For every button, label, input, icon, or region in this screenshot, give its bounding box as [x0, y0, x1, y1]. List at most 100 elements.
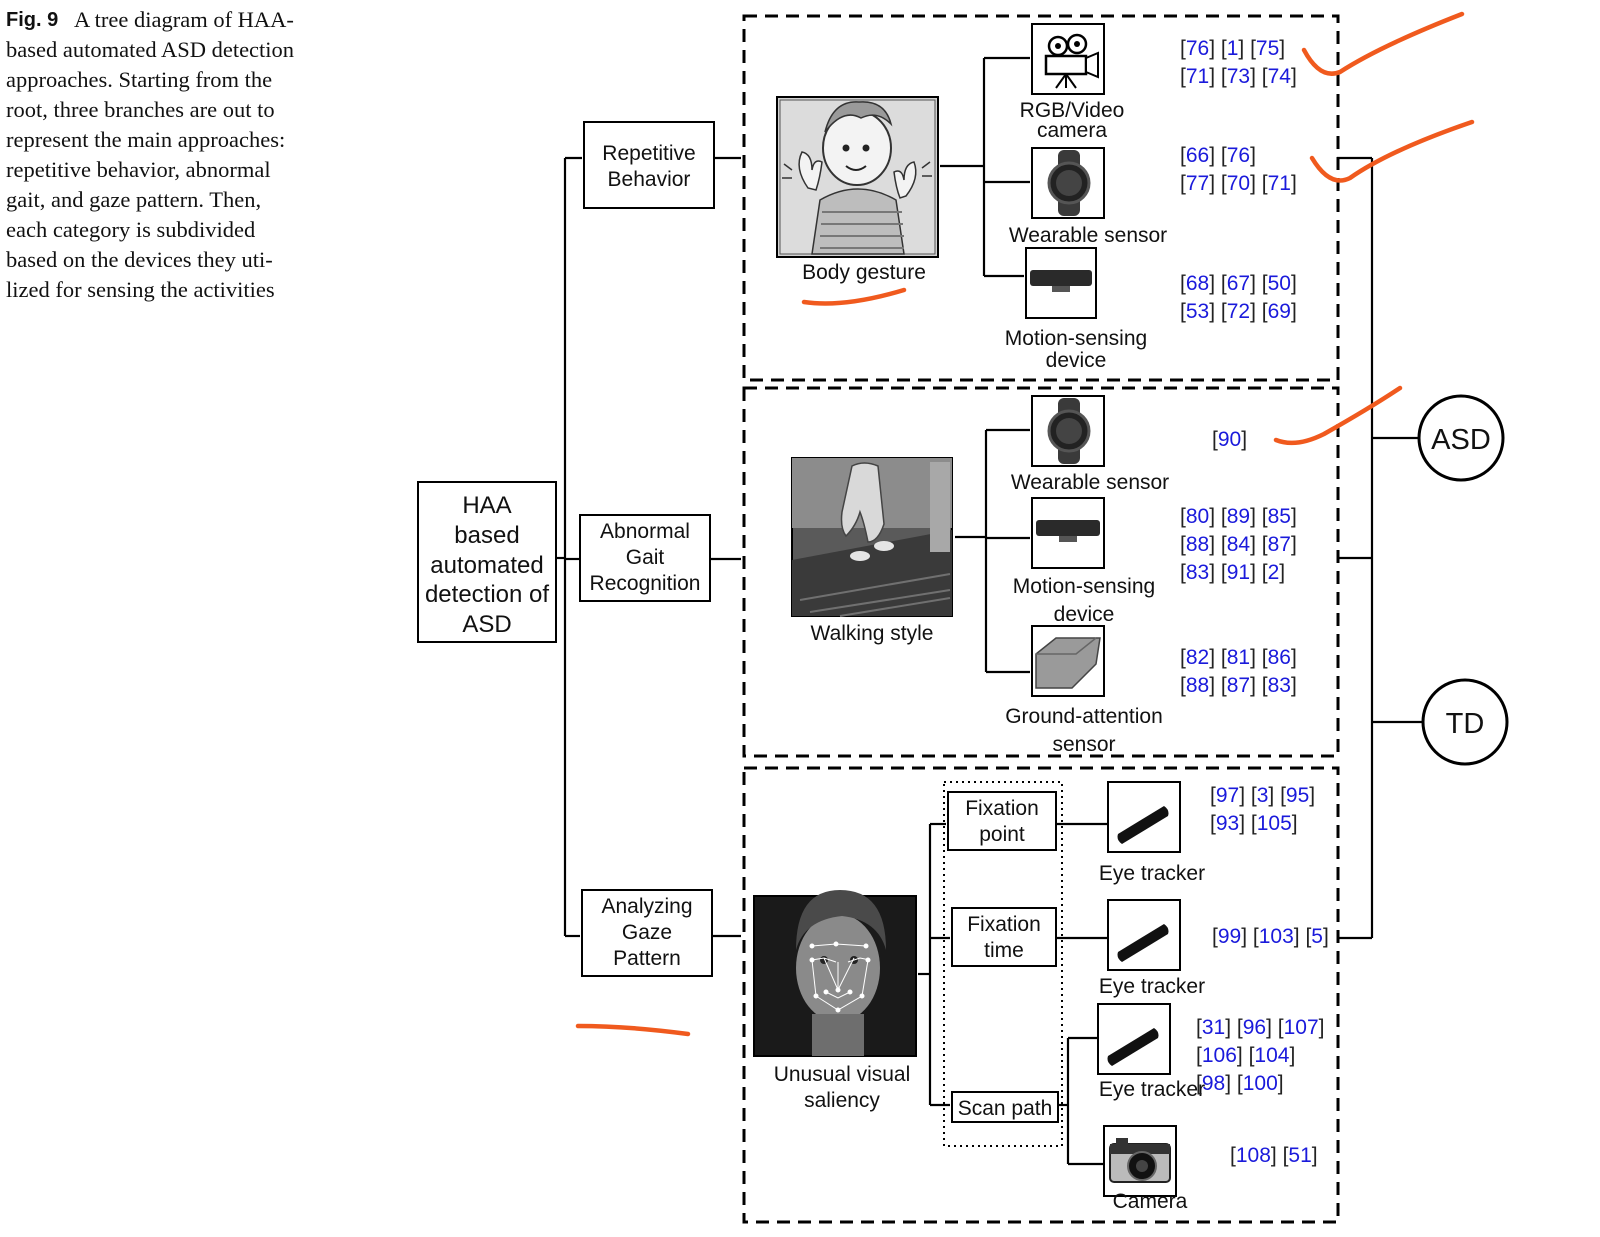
category-label-line: Analyzing: [601, 895, 692, 918]
reference-line-eye-tracker-3: [106] [104]: [1196, 1044, 1295, 1067]
reference-line-wearable-2: [90]: [1212, 428, 1247, 451]
feature-fixation-time: Fixation time: [951, 907, 1057, 967]
eye-tracker-icon: [1107, 781, 1181, 853]
reference-number[interactable]: 105: [1257, 812, 1292, 835]
reference-number[interactable]: 77: [1186, 172, 1209, 195]
reference-number[interactable]: 73: [1227, 65, 1250, 88]
ground-sensor-icon: [1031, 625, 1105, 697]
reference-number[interactable]: 86: [1268, 646, 1291, 669]
feature-label-line: time: [984, 939, 1024, 962]
feature-label-line: point: [979, 823, 1025, 846]
section-abnormal-gait: [742, 386, 1340, 758]
activity-walking-style: Walking style: [811, 622, 934, 645]
reference-number[interactable]: 82: [1186, 646, 1209, 669]
reference-number[interactable]: 51: [1288, 1144, 1311, 1167]
reference-number[interactable]: 88: [1186, 674, 1209, 697]
reference-number[interactable]: 89: [1227, 505, 1250, 528]
reference-number[interactable]: 85: [1268, 505, 1291, 528]
caption-line: approaches. Starting from the: [6, 67, 272, 92]
walking-style-image: [791, 457, 953, 617]
reference-line-motion-2: [88] [84] [87]: [1180, 533, 1297, 556]
reference-number[interactable]: 74: [1268, 65, 1292, 88]
device-label-line: Ground-attention: [1005, 705, 1163, 728]
reference-number[interactable]: 95: [1286, 784, 1309, 807]
caption-line: based on the devices they uti-: [6, 247, 273, 272]
reference-line-camera: [108] [51]: [1230, 1144, 1318, 1167]
reference-number[interactable]: 83: [1186, 561, 1209, 584]
root-label-line: detection of: [425, 581, 549, 608]
reference-number[interactable]: 75: [1256, 37, 1279, 60]
reference-number[interactable]: 68: [1186, 272, 1209, 295]
reference-number[interactable]: 100: [1243, 1072, 1278, 1095]
caption-line: root, three branches are out to: [6, 97, 275, 122]
reference-number[interactable]: 71: [1268, 172, 1291, 195]
annotation-checkmark: [1301, 11, 1465, 76]
reference-number[interactable]: 108: [1236, 1144, 1271, 1167]
reference-number[interactable]: 5: [1311, 925, 1323, 948]
root-label-line: automated: [430, 552, 543, 579]
reference-number[interactable]: 83: [1268, 674, 1291, 697]
reference-number[interactable]: 103: [1259, 925, 1294, 948]
feature-scan-path: Scan path: [951, 1091, 1059, 1123]
figure-caption: Fig. 9 A tree diagram of HAA- based auto…: [6, 7, 294, 302]
reference-number[interactable]: 76: [1227, 144, 1250, 167]
reference-number[interactable]: 106: [1202, 1044, 1237, 1067]
reference-number[interactable]: 70: [1227, 172, 1250, 195]
reference-number[interactable]: 104: [1254, 1044, 1289, 1067]
category-label-line: Repetitive: [602, 142, 695, 165]
reference-number[interactable]: 88: [1186, 533, 1209, 556]
section-gaze-pattern: [742, 766, 1340, 1224]
visual-saliency-image: [753, 890, 917, 1057]
reference-line-rgb-camera: [76] [1] [75]: [1180, 37, 1285, 60]
device-label-line: Motion-sensing: [1005, 327, 1147, 350]
reference-number[interactable]: 76: [1186, 37, 1209, 60]
reference-line-motion-2: [80] [89] [85]: [1180, 505, 1297, 528]
reference-number[interactable]: 31: [1202, 1016, 1225, 1039]
video-camera-icon: [1031, 23, 1105, 95]
activity-body-gesture: Body gesture: [802, 261, 926, 284]
annotation-checkmark: [1309, 119, 1475, 183]
wearable-watch-icon: [1031, 147, 1105, 219]
figure-label: Fig. 9: [6, 9, 58, 31]
reference-number[interactable]: 67: [1227, 272, 1250, 295]
reference-line-eye-tracker-3: [31] [96] [107]: [1196, 1016, 1324, 1039]
wearable-watch-icon: [1031, 395, 1105, 467]
reference-number[interactable]: 84: [1227, 533, 1251, 556]
reference-number[interactable]: 107: [1284, 1016, 1319, 1039]
reference-number[interactable]: 90: [1218, 428, 1241, 451]
tree-connectors: [554, 56, 1422, 1166]
reference-number[interactable]: 50: [1268, 272, 1291, 295]
reference-groups: [76] [1] [75][71] [73] [74][66] [76][77]…: [1180, 37, 1329, 1167]
caption-line: each category is subdivided: [6, 217, 255, 242]
gaze-feature-group: [943, 781, 1063, 1147]
reference-number[interactable]: 3: [1257, 784, 1269, 807]
category-label-line: Behavior: [608, 168, 691, 191]
reference-number[interactable]: 96: [1243, 1016, 1266, 1039]
reference-line-ground-sensor: [82] [81] [86]: [1180, 646, 1297, 669]
reference-number[interactable]: 53: [1186, 300, 1209, 323]
reference-number[interactable]: 87: [1227, 674, 1250, 697]
reference-number[interactable]: 71: [1186, 65, 1209, 88]
device-label: Eye tracker: [1099, 975, 1205, 998]
reference-number[interactable]: 66: [1186, 144, 1209, 167]
reference-number[interactable]: 1: [1227, 37, 1239, 60]
reference-number[interactable]: 69: [1268, 300, 1291, 323]
reference-number[interactable]: 72: [1227, 300, 1250, 323]
reference-number[interactable]: 97: [1216, 784, 1239, 807]
reference-number[interactable]: 91: [1227, 561, 1250, 584]
device-label-line: RGB/Video: [1020, 99, 1125, 122]
outcome-label: ASD: [1431, 424, 1491, 456]
reference-number[interactable]: 93: [1216, 812, 1239, 835]
reference-number[interactable]: 80: [1186, 505, 1209, 528]
reference-number[interactable]: 81: [1227, 646, 1250, 669]
device-label: Eye tracker: [1099, 1078, 1205, 1101]
reference-line-eye-tracker-2: [99] [103] [5]: [1212, 925, 1329, 948]
reference-number[interactable]: 99: [1218, 925, 1241, 948]
reference-line-wearable-1: [77] [70] [71]: [1180, 172, 1297, 195]
reference-number[interactable]: 87: [1268, 533, 1291, 556]
reference-number[interactable]: 98: [1202, 1072, 1225, 1095]
reference-number[interactable]: 2: [1268, 561, 1280, 584]
reference-line-eye-tracker-1: [93] [105]: [1210, 812, 1298, 835]
caption-line: A tree diagram of HAA-: [74, 7, 294, 32]
